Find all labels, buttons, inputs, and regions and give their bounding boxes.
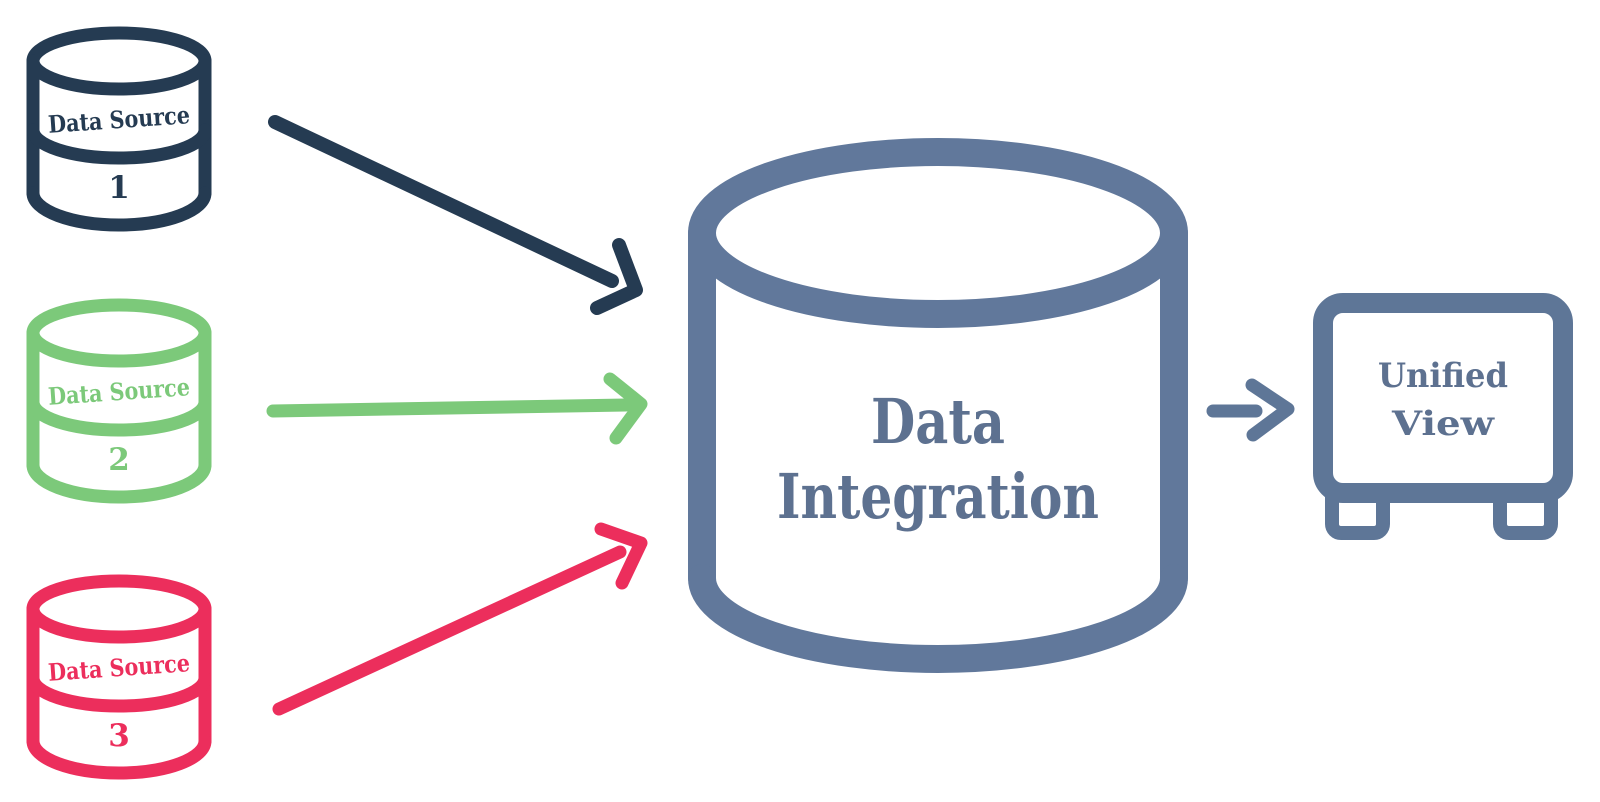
- data-source-3-cylinder-icon: Data Source 3: [26, 574, 212, 780]
- unified-view-screen: [1313, 293, 1573, 503]
- data-source-3-label: Data Source: [47, 648, 191, 687]
- data-source-1-label: Data Source: [47, 100, 191, 139]
- data-integration-label-line1: Data: [871, 385, 1005, 458]
- data-integration-label-line2: Integration: [777, 460, 1099, 533]
- data-source-2-cylinder-icon: Data Source 2: [26, 298, 212, 504]
- data-source-2-label: Data Source: [47, 372, 191, 411]
- data-source-3-number: 3: [108, 718, 130, 754]
- arrow-source3-to-integration-icon: [272, 522, 648, 716]
- data-integration-cylinder-icon: Data Integration: [688, 138, 1188, 673]
- arrow-source2-to-integration-icon: [266, 372, 648, 445]
- data-source-1-cylinder-icon: Data Source 1: [26, 26, 212, 232]
- data-source-1-number: 1: [108, 170, 130, 206]
- arrow-integration-to-unified-icon: [1206, 378, 1295, 442]
- unified-view-label-line2: View: [1391, 404, 1495, 444]
- arrow-source1-to-integration-icon: [268, 115, 643, 315]
- unified-view-label-line1: Unified: [1378, 356, 1508, 396]
- data-source-2-number: 2: [108, 442, 130, 478]
- unified-view-icon: Unified View: [1313, 293, 1573, 540]
